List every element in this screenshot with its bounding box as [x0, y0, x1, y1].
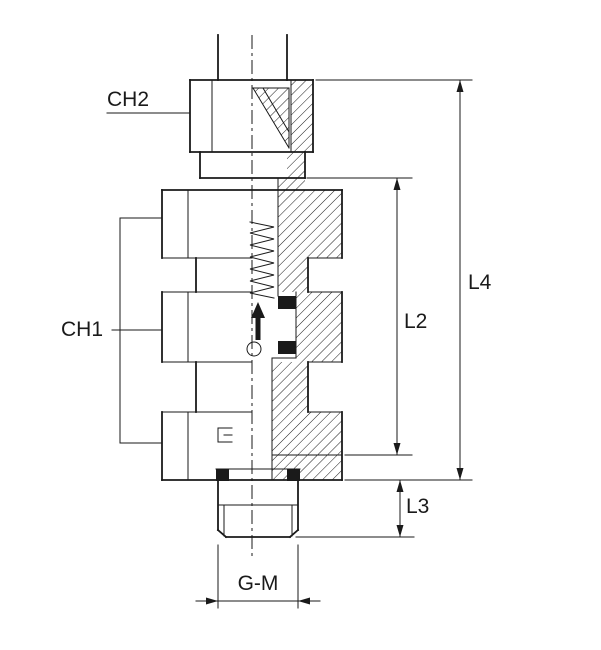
label-l2: L2	[404, 310, 427, 333]
top-nut	[189, 79, 314, 153]
thread-detail-mark	[217, 427, 233, 443]
labels: CH2 CH1 L4 L2 L3 G-M	[61, 88, 492, 595]
dimension-lines	[195, 79, 464, 605]
label-ch1: CH1	[61, 318, 103, 341]
label-ch2: CH2	[107, 88, 149, 111]
seals	[215, 296, 301, 481]
label-l3: L3	[406, 495, 429, 518]
poppet-ball	[246, 341, 262, 357]
section-hatching	[253, 80, 342, 480]
leader-lines	[106, 112, 191, 444]
label-gm: G-M	[238, 572, 279, 595]
flow-direction-arrow	[251, 302, 265, 340]
extension-lines	[217, 79, 473, 609]
body-outline	[161, 189, 343, 481]
label-l4: L4	[468, 271, 492, 294]
check-valve-spring	[249, 221, 275, 299]
ferrule-cone	[252, 87, 290, 149]
threaded-stud	[216, 479, 300, 539]
tube	[217, 34, 288, 81]
neck	[199, 151, 306, 179]
